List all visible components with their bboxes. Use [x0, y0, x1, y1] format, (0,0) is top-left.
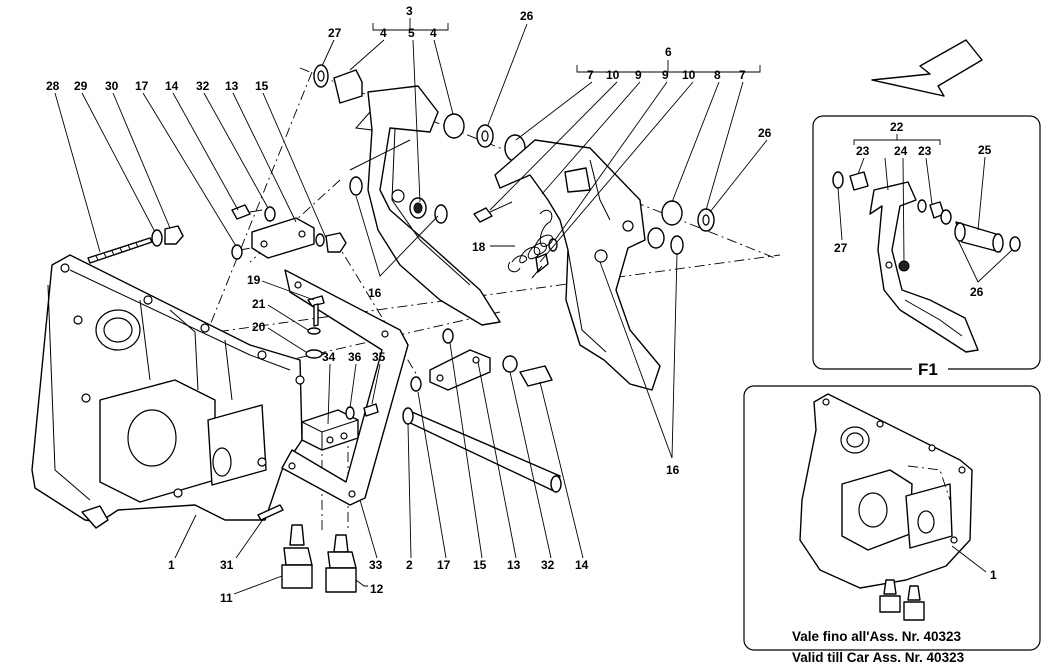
callout-26: 26	[970, 285, 984, 299]
callout-16: 16	[666, 463, 680, 477]
inset-f1-title: F1	[918, 360, 938, 379]
callout-33: 33	[369, 558, 383, 572]
callout-31: 31	[220, 558, 234, 572]
callout-5: 5	[408, 26, 415, 40]
callout-11: 11	[220, 591, 233, 605]
callout-23: 23	[918, 144, 932, 158]
callout-labels: 3 26 6 27 4 5 4 28 29 30 17 14 32 13 15 …	[46, 4, 772, 605]
brake-pedal-arm	[313, 64, 501, 326]
callout-3: 3	[406, 4, 413, 18]
callout-7: 7	[587, 68, 594, 82]
callout-26: 26	[758, 126, 772, 140]
callout-24: 24	[894, 144, 908, 158]
pivot-bracket-upper	[231, 204, 347, 260]
switch-mount-block	[301, 403, 379, 451]
callout-9: 9	[635, 68, 642, 82]
return-spring	[507, 209, 553, 273]
callout-1: 1	[168, 558, 175, 572]
callout-20: 20	[252, 320, 266, 334]
callout-9: 9	[662, 68, 669, 82]
callout-15: 15	[473, 558, 487, 572]
direction-arrow-icon	[871, 39, 983, 97]
validity-text-en: Valid till Car Ass. Nr. 40323	[792, 650, 965, 665]
callout-12: 12	[370, 582, 384, 596]
pedal-switch-left	[281, 524, 313, 589]
callout-32: 32	[541, 558, 555, 572]
pedal-switch-right	[325, 534, 357, 593]
callout-28: 28	[46, 79, 60, 93]
pivot-bracket-lower	[410, 328, 553, 392]
callout-8: 8	[714, 68, 721, 82]
callout-23: 23	[856, 144, 870, 158]
inset-f1: F1 22 23 24 23 25 27 26	[812, 115, 1041, 379]
inset-validity: 1 Vale fino all'Ass. Nr. 40323 Valid til…	[743, 385, 1041, 665]
callout-2: 2	[406, 558, 413, 572]
leader-lines	[54, 18, 768, 595]
callout-14: 14	[165, 79, 179, 93]
callout-27: 27	[834, 241, 848, 255]
pedal-shaft	[402, 407, 562, 493]
callout-14: 14	[575, 558, 589, 572]
callout-1: 1	[990, 568, 997, 582]
callout-4: 4	[380, 26, 387, 40]
callout-25: 25	[978, 143, 992, 157]
callout-4: 4	[430, 26, 437, 40]
callout-36: 36	[348, 350, 362, 364]
callout-13: 13	[225, 79, 239, 93]
callout-16: 16	[368, 286, 382, 300]
callout-6: 6	[665, 45, 672, 59]
washer-nut-group	[151, 225, 184, 247]
pedal-box-housing	[31, 254, 305, 529]
callout-10: 10	[606, 68, 620, 82]
bolt-with-washers	[305, 295, 325, 359]
callout-21: 21	[252, 297, 266, 311]
callout-32: 32	[196, 79, 210, 93]
clutch-pedal-arm	[473, 134, 715, 391]
callout-27: 27	[328, 26, 342, 40]
callout-7: 7	[739, 68, 746, 82]
callout-10: 10	[682, 68, 696, 82]
callout-29: 29	[74, 79, 88, 93]
callout-13: 13	[507, 558, 521, 572]
callout-15: 15	[255, 79, 269, 93]
validity-text-it: Vale fino all'Ass. Nr. 40323	[792, 629, 962, 644]
callout-26: 26	[520, 9, 534, 23]
gasket-plate	[281, 269, 409, 506]
callout-34: 34	[322, 350, 336, 364]
callout-17: 17	[135, 79, 149, 93]
callout-19: 19	[247, 273, 261, 287]
callout-18: 18	[472, 240, 486, 254]
stud-31	[257, 504, 284, 521]
callout-30: 30	[105, 79, 119, 93]
callout-35: 35	[372, 350, 386, 364]
stud-bolt	[87, 237, 153, 264]
callout-17: 17	[437, 558, 451, 572]
callout-22: 22	[890, 120, 904, 134]
